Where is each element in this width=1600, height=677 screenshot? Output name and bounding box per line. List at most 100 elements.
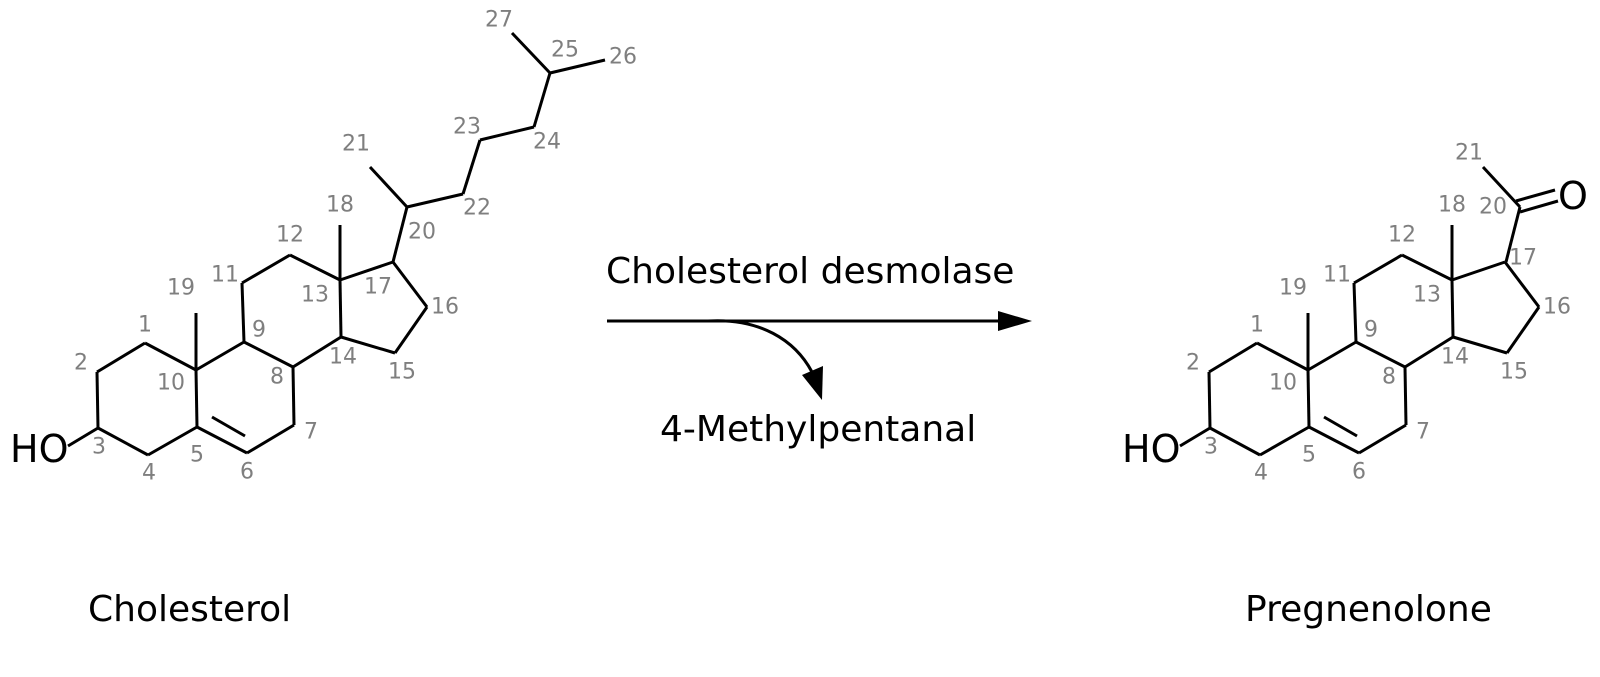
- bond-C7-C8: [1403, 366, 1408, 426]
- cholesterol-atom-number-3: 3: [92, 435, 106, 460]
- pregnenolone-oxygen-label: O: [1558, 174, 1588, 218]
- side-arrow-curve: [707, 319, 814, 373]
- bond-C9-C10: [1307, 340, 1357, 372]
- bond-C13-C14: [1450, 279, 1455, 338]
- bond-C23-C24: [479, 125, 535, 142]
- cholesterol-atom-number-6: 6: [240, 460, 254, 485]
- bond-C20-O-2: [1519, 199, 1559, 214]
- bond-C8-C9: [1355, 340, 1406, 369]
- cholesterol-structure: 1234567891011121314151617181920212223242…: [10, 8, 637, 486]
- pregnenolone-atom-number-4: 4: [1254, 461, 1268, 486]
- bond-C14-C8: [1404, 335, 1454, 369]
- cholesterol-atom-number-24: 24: [533, 130, 561, 155]
- bond-C8-C9: [243, 340, 294, 369]
- cholesterol-atom-number-22: 22: [463, 196, 491, 221]
- pregnenolone-hydroxyl-label: HO: [1122, 427, 1180, 471]
- bond-C11-C12: [241, 253, 291, 285]
- cholesterol-hydroxyl-label: HO: [10, 427, 68, 471]
- cholesterol-atom-number-8: 8: [270, 365, 284, 390]
- pregnenolone-atom-number-21: 21: [1455, 141, 1483, 166]
- cholesterol-atom-number-10: 10: [157, 371, 185, 396]
- bond-C3-C2: [95, 371, 100, 429]
- pregnenolone-atom-number-17: 17: [1509, 246, 1537, 271]
- bond-O-C3: [67, 426, 99, 448]
- bond-C1-C10: [1256, 341, 1309, 372]
- pregnenolone-atom-number-12: 12: [1388, 223, 1416, 248]
- cholesterol-atom-number-9: 9: [252, 318, 266, 343]
- cholesterol-name: Cholesterol: [88, 589, 291, 630]
- bond-C17-C13: [1451, 260, 1506, 282]
- bond-C5-C6: [196, 425, 248, 455]
- pregnenolone-atom-number-19: 19: [1279, 276, 1307, 301]
- bond-C9-C11: [1352, 282, 1358, 343]
- pregnenolone-atom-number-9: 9: [1364, 318, 1378, 343]
- bond-C1-C10: [144, 341, 197, 372]
- bond-C2-C1: [1208, 341, 1258, 374]
- cholesterol-atom-number-14: 14: [329, 345, 357, 370]
- byproduct-label: 4-Methylpentanal: [660, 409, 976, 450]
- cholesterol-atom-number-21: 21: [342, 132, 370, 157]
- bond-C2-C1: [96, 341, 146, 374]
- pregnenolone-atom-number-16: 16: [1543, 295, 1571, 320]
- bond-C6-C7: [1358, 423, 1407, 455]
- cholesterol-atom-number-15: 15: [388, 360, 416, 385]
- pregnenolone-atom-number-10: 10: [1269, 371, 1297, 396]
- cholesterol-atom-number-19: 19: [167, 276, 195, 301]
- bond-C17-C20: [391, 206, 409, 263]
- double-bond-C5-C6: [1323, 415, 1358, 438]
- bond-C16-C17: [391, 261, 429, 308]
- pregnenolone-atom-number-15: 15: [1500, 360, 1528, 385]
- bond-C25-C26: [549, 58, 606, 75]
- reaction-arrow: [607, 311, 1032, 400]
- cholesterol-atom-number-23: 23: [453, 115, 481, 140]
- cholesterol-atom-number-25: 25: [551, 38, 579, 63]
- pregnenolone-atom-number-3: 3: [1204, 435, 1218, 460]
- bond-C16-C17: [1503, 261, 1541, 308]
- pregnenolone-atom-number-2: 2: [1186, 351, 1200, 376]
- bond-C14-C8: [292, 335, 342, 369]
- bond-C20-C21: [368, 165, 409, 209]
- bond-C9-C10: [195, 340, 245, 372]
- cholesterol-atom-number-18: 18: [326, 193, 354, 218]
- cholesterol-atom-number-16: 16: [431, 295, 459, 320]
- enzyme-label: Cholesterol desmolase: [606, 251, 1014, 292]
- bond-C5-C6: [1308, 425, 1360, 455]
- cholesterol-atom-number-4: 4: [142, 461, 156, 486]
- pregnenolone-atom-number-5: 5: [1302, 443, 1316, 468]
- cholesterol-atom-number-5: 5: [190, 443, 204, 468]
- bond-C10-C5: [1306, 369, 1311, 428]
- bond-C20-C21: [1481, 165, 1522, 209]
- bond-C3-C2: [1207, 371, 1212, 429]
- cholesterol-atom-number-26: 26: [609, 45, 637, 70]
- bond-C14-C15: [340, 335, 396, 355]
- cholesterol-atom-number-7: 7: [304, 420, 318, 445]
- bond-C5-C4: [147, 425, 198, 457]
- pregnenolone-atom-number-18: 18: [1438, 193, 1466, 218]
- bond-C12-C13: [1401, 253, 1453, 282]
- bond-C22-C23: [461, 139, 482, 195]
- main-arrow-head: [998, 311, 1032, 331]
- side-arrow-head: [802, 366, 823, 400]
- bond-C15-C16: [393, 306, 429, 354]
- bond-C25-C27: [510, 31, 552, 75]
- bond-C12-C13: [289, 253, 341, 282]
- bond-C4-C3: [1209, 426, 1261, 457]
- bond-C10-C5: [194, 369, 199, 428]
- bond-O-C3: [1179, 426, 1211, 448]
- cholesterol-atom-number-17: 17: [364, 275, 392, 300]
- cholesterol-bonds: [67, 31, 606, 457]
- bond-C20-C22: [406, 192, 464, 209]
- cholesterol-atom-number-13: 13: [301, 283, 329, 308]
- pregnenolone-atom-number-20: 20: [1479, 195, 1507, 220]
- bond-C24-C25: [532, 72, 552, 128]
- bond-C11-C12: [1353, 253, 1403, 285]
- bond-C4-C3: [97, 426, 149, 457]
- pregnenolone-atom-number-13: 13: [1413, 283, 1441, 308]
- pregnenolone-atom-number-8: 8: [1382, 365, 1396, 390]
- cholesterol-atom-number-12: 12: [276, 223, 304, 248]
- pregnenolone-atom-number-1: 1: [1250, 313, 1264, 338]
- bond-C14-C15: [1452, 335, 1508, 355]
